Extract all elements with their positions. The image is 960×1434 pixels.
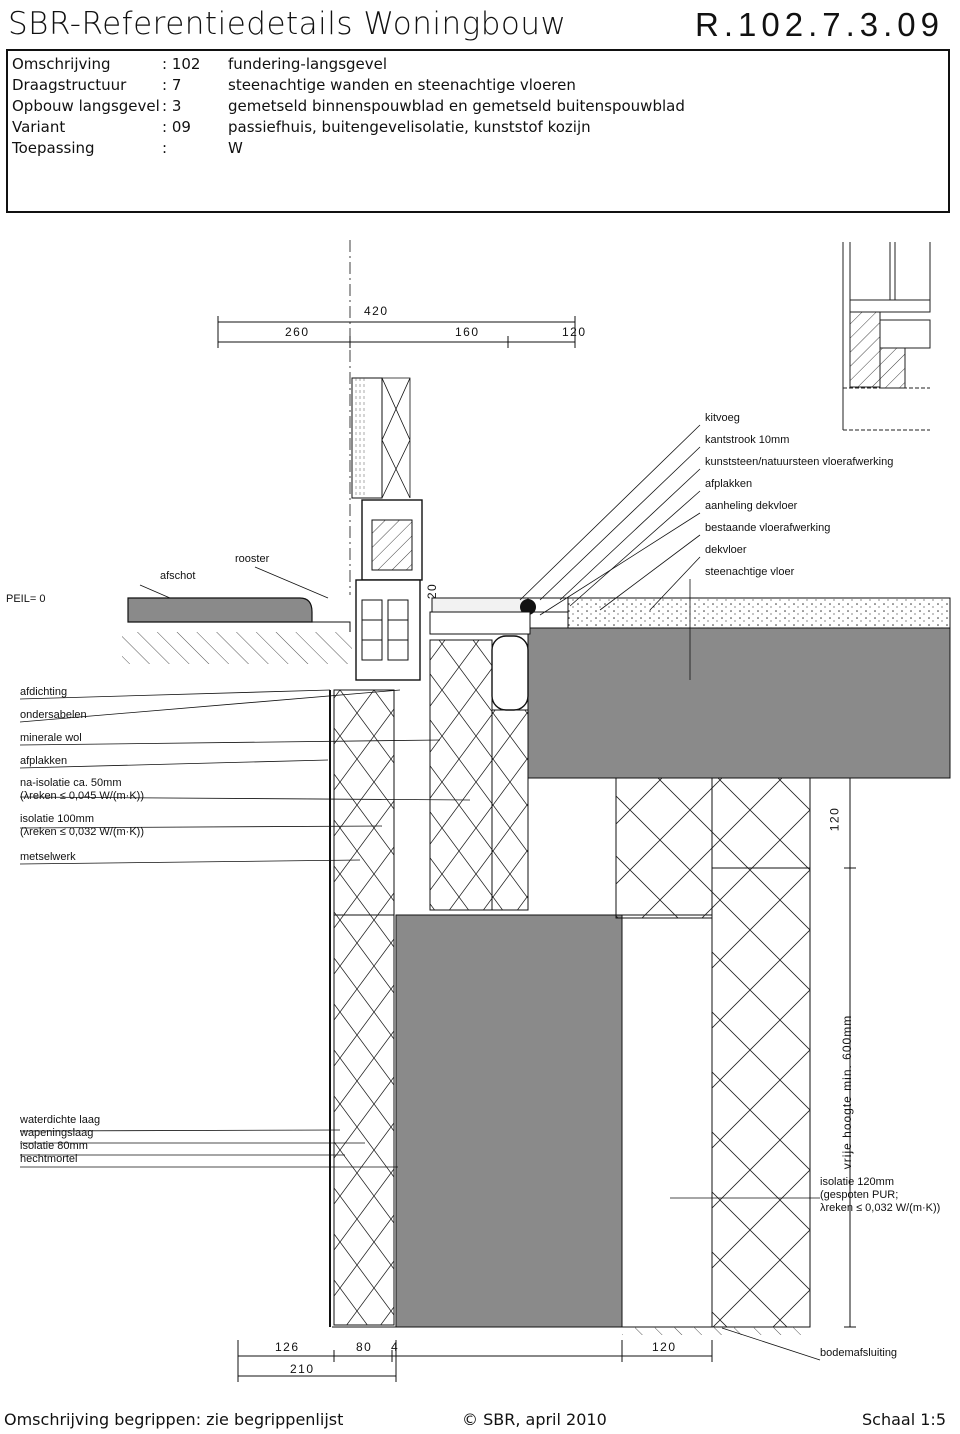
location-thumbnail <box>842 242 931 431</box>
info-num: : 7 <box>162 76 182 94</box>
info-key: Draagstructuur <box>12 76 127 94</box>
info-value: steenachtige wanden en steenachtige vloe… <box>228 76 576 94</box>
dim-top-part-3: 120 <box>562 325 587 339</box>
dim-right-120: 120 <box>827 806 842 832</box>
right-dimension-lines <box>844 777 856 1328</box>
info-value: fundering-langsgevel <box>228 55 388 73</box>
info-box <box>6 49 950 213</box>
label-hechtmortel: hechtmortel <box>20 1153 78 1165</box>
footer-copyright: © SBR, april 2010 <box>462 1410 607 1429</box>
label-steenachtige-vloer: steenachtige vloer <box>705 566 795 578</box>
floor-build-up <box>429 597 951 779</box>
detail-code: R.102.7.3.09 <box>695 6 944 43</box>
window-frame <box>355 499 423 681</box>
info-num: : 102 <box>162 55 201 73</box>
label-afschot: afschot <box>160 570 196 582</box>
info-value: W <box>228 139 243 157</box>
dim-top-total: 420 <box>364 304 389 318</box>
dim-vrije-hoogte: vrije hoogte min. 600mm <box>840 1014 855 1170</box>
label-dekvloer: dekvloer <box>705 544 747 556</box>
label-kantstrook: kantstrook 10mm <box>705 434 790 446</box>
label-na-isolatie: na-isolatie ca. 50mm <box>20 777 122 789</box>
label-waterdichte-laag: waterdichte laag <box>20 1114 101 1126</box>
dim-bottom-part-2: 80 <box>356 1340 373 1354</box>
label-bestaande-vloerafwerking: bestaande vloerafwerking <box>705 522 831 534</box>
dim-bottom-total: 210 <box>290 1362 315 1376</box>
dim-bottom-120: 120 <box>652 1340 677 1354</box>
label-pur-2: (gespoten PUR; <box>820 1189 899 1201</box>
foundation-beam <box>395 870 713 1328</box>
dim-top-part-2: 160 <box>455 325 480 339</box>
label-aanheling: aanheling dekvloer <box>705 500 798 512</box>
dim-bottom-part-1: 126 <box>275 1340 300 1354</box>
info-key: Opbouw langsgevel <box>12 97 160 115</box>
footer-begrippen: Omschrijving begrippen: zie begrippenlij… <box>4 1410 344 1429</box>
leader-lines <box>19 424 821 1361</box>
info-value: gemetseld binnenspouwblad en gemetseld b… <box>228 97 685 115</box>
info-key: Variant <box>12 118 66 136</box>
info-num: : <box>162 139 168 157</box>
dim-top-part-1: 260 <box>285 325 310 339</box>
label-afplakken-left: afplakken <box>20 755 68 767</box>
info-value: passiefhuis, buitengevelisolatie, kunsts… <box>228 118 591 136</box>
footer-scale: Schaal 1:5 <box>862 1410 946 1429</box>
bottom-dimension-lines <box>237 1340 713 1382</box>
exterior-sill <box>122 597 352 664</box>
dim-small-20: 20 <box>425 582 440 600</box>
label-na-isolatie-lambda: (λreken ≤ 0,045 W/(m·K)) <box>20 790 145 802</box>
label-isolatie-100-lambda: (λreken ≤ 0,032 W/(m·K)) <box>20 826 145 838</box>
label-wapeningslaag: wapeningslaag <box>20 1127 94 1139</box>
insulation-blocks <box>329 639 811 1328</box>
info-key: Toepassing <box>12 139 95 157</box>
label-kitvoeg: kitvoeg <box>705 412 740 424</box>
info-num: : 09 <box>162 118 191 136</box>
info-num: : 3 <box>162 97 182 115</box>
label-pur-1: isolatie 120mm <box>820 1176 894 1188</box>
info-key: Omschrijving <box>12 55 111 73</box>
upper-wall <box>351 377 411 499</box>
top-dimension-lines <box>217 240 576 595</box>
label-isolatie-100: isolatie 100mm <box>20 813 94 825</box>
label-ondersabelen: ondersabelen <box>20 709 87 721</box>
label-metselwerk: metselwerk <box>20 851 76 863</box>
label-pur-3: λreken ≤ 0,032 W/(m·K)) <box>820 1202 941 1214</box>
label-rooster: rooster <box>235 553 270 565</box>
label-peil: PEIL= 0 <box>6 593 46 605</box>
label-afdichting: afdichting <box>20 686 68 698</box>
ground-line <box>332 1326 810 1335</box>
label-isolatie-80: isolatie 80mm <box>20 1140 88 1152</box>
dim-bottom-part-3: 4 <box>391 1340 400 1354</box>
label-minerale-wol: minerale wol <box>20 732 82 744</box>
label-afplakken-right: afplakken <box>705 478 753 490</box>
label-vloerafwerking: kunststeen/natuursteen vloerafwerking <box>705 456 894 468</box>
label-bodemafsluiting: bodemafsluiting <box>820 1347 898 1359</box>
document-title: SBR-Referentiedetails Woningbouw <box>8 6 567 42</box>
